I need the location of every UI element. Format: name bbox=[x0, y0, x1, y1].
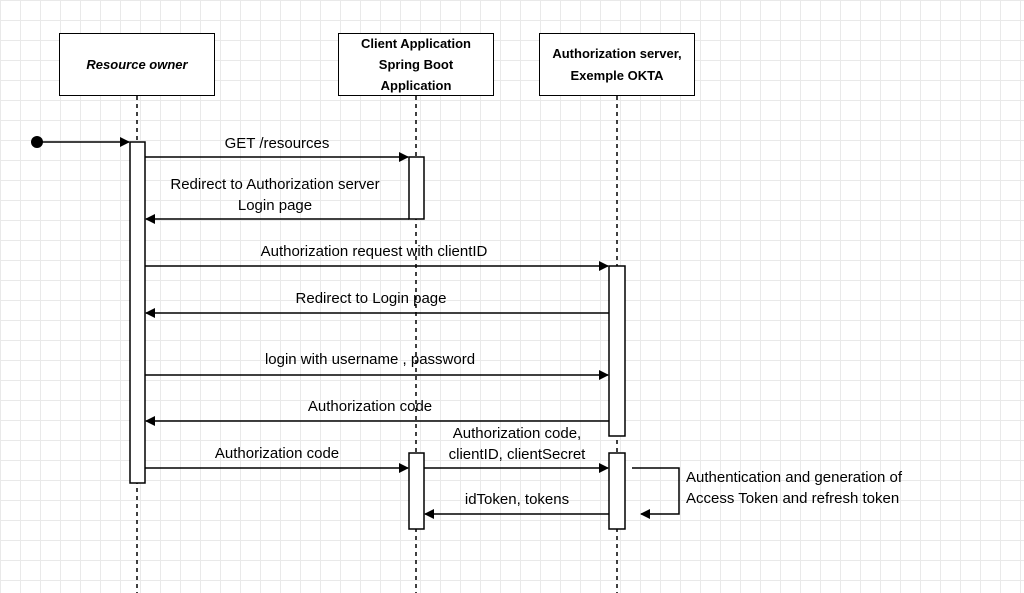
label-authorization-code-2: Authorization code bbox=[214, 445, 340, 462]
arrow-self-authentication bbox=[632, 467, 680, 519]
activation-owner bbox=[129, 141, 146, 484]
label-authorization-request: Authorization request with clientID bbox=[260, 243, 488, 260]
participant-resource-owner: Resource owner bbox=[59, 33, 215, 96]
label-redirect-login: Redirect to Login page bbox=[295, 290, 447, 307]
activation-auth-2 bbox=[608, 452, 626, 530]
label-tokens: idToken, tokens bbox=[464, 491, 570, 508]
activation-client-2 bbox=[408, 452, 425, 530]
participant-authorization-server: Authorization server, Exemple OKTA bbox=[539, 33, 695, 96]
label-authorization-code-1: Authorization code bbox=[307, 398, 433, 415]
label-client-credentials: Authorization code, clientID, clientSecr… bbox=[448, 425, 586, 463]
activation-auth-1 bbox=[608, 265, 626, 437]
label-login: login with username , password bbox=[264, 351, 476, 368]
label-self-authentication: Authentication and generation of Access … bbox=[686, 469, 902, 507]
label-get-resources: GET /resources bbox=[224, 135, 330, 152]
activation-client-1 bbox=[408, 156, 425, 220]
participant-client-application: Client Application Spring Boot Applicati… bbox=[338, 33, 494, 96]
label-redirect-auth-server: Redirect to Authorization server Login p… bbox=[170, 176, 380, 214]
